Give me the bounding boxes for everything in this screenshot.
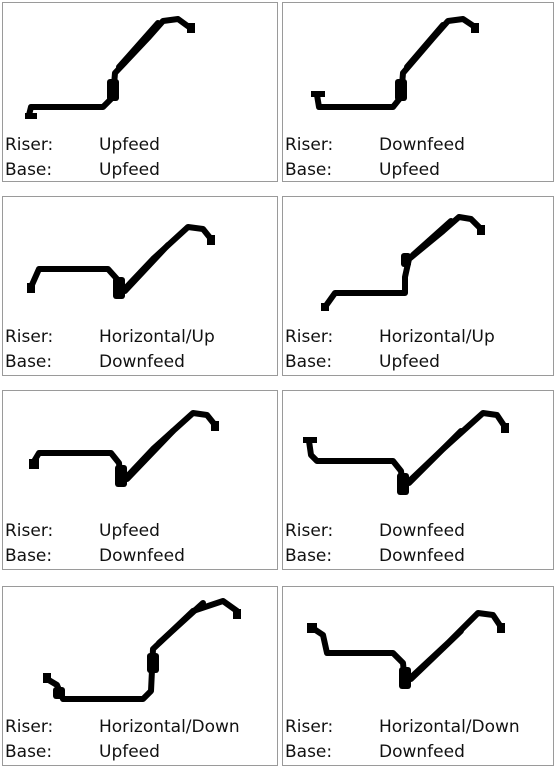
riser-value: Horizontal/Up — [379, 327, 495, 347]
base-label: Base: — [5, 742, 53, 762]
panel-riser-downfeed-base-upfeed: Riser: Downfeed Base: Upfeed — [282, 2, 554, 182]
riser-label: Riser: — [285, 135, 334, 155]
riser-label: Riser: — [5, 327, 54, 347]
base-label: Base: — [285, 742, 333, 762]
panel-riser-horizontal-down-base-downfeed: Riser: Horizontal/Down Base: Downfeed — [282, 586, 554, 766]
base-value: Downfeed — [379, 742, 465, 762]
base-value: Downfeed — [379, 546, 465, 566]
riser-label: Riser: — [5, 135, 54, 155]
base-value: Upfeed — [379, 352, 440, 372]
riser-label: Riser: — [285, 521, 334, 541]
pipe-diagram — [29, 410, 219, 487]
base-value: Upfeed — [99, 160, 160, 180]
base-value: Downfeed — [99, 352, 185, 372]
base-value: Downfeed — [99, 546, 185, 566]
pipe-diagram — [27, 224, 215, 299]
panel-riser-horizontal-down-base-upfeed: Riser: Horizontal/Down Base: Upfeed — [2, 586, 278, 766]
riser-label: Riser: — [285, 717, 334, 737]
riser-label: Riser: — [285, 327, 334, 347]
riser-value: Upfeed — [99, 521, 160, 541]
base-label: Base: — [5, 160, 53, 180]
base-label: Base: — [285, 546, 333, 566]
base-value: Upfeed — [379, 160, 440, 180]
base-label: Base: — [5, 352, 53, 372]
riser-value: Horizontal/Down — [99, 717, 240, 737]
panel-riser-horizontal-up-base-upfeed: Riser: Horizontal/Up Base: Upfeed — [282, 196, 554, 376]
riser-label: Riser: — [5, 521, 54, 541]
riser-value: Horizontal/Up — [99, 327, 215, 347]
pipe-diagram — [303, 410, 509, 495]
riser-value: Horizontal/Down — [379, 717, 520, 737]
pipe-diagram — [43, 598, 241, 702]
panel-riser-upfeed-base-upfeed: Riser: Upfeed Base: Upfeed — [2, 2, 278, 182]
base-label: Base: — [285, 160, 333, 180]
riser-value: Downfeed — [379, 521, 465, 541]
pipe-diagram — [311, 16, 479, 110]
base-label: Base: — [5, 546, 53, 566]
pipe-diagram — [307, 610, 505, 689]
base-value: Upfeed — [99, 742, 160, 762]
pipe-diagram — [321, 214, 485, 311]
panel-riser-horizontal-up-base-downfeed: Riser: Horizontal/Up Base: Downfeed — [2, 196, 278, 376]
panel-riser-downfeed-base-downfeed: Riser: Downfeed Base: Downfeed — [282, 390, 554, 570]
riser-label: Riser: — [5, 717, 54, 737]
panel-riser-upfeed-base-downfeed: Riser: Upfeed Base: Downfeed — [2, 390, 278, 570]
base-label: Base: — [285, 352, 333, 372]
pipe-diagram — [25, 16, 195, 119]
riser-value: Downfeed — [379, 135, 465, 155]
riser-value: Upfeed — [99, 135, 160, 155]
